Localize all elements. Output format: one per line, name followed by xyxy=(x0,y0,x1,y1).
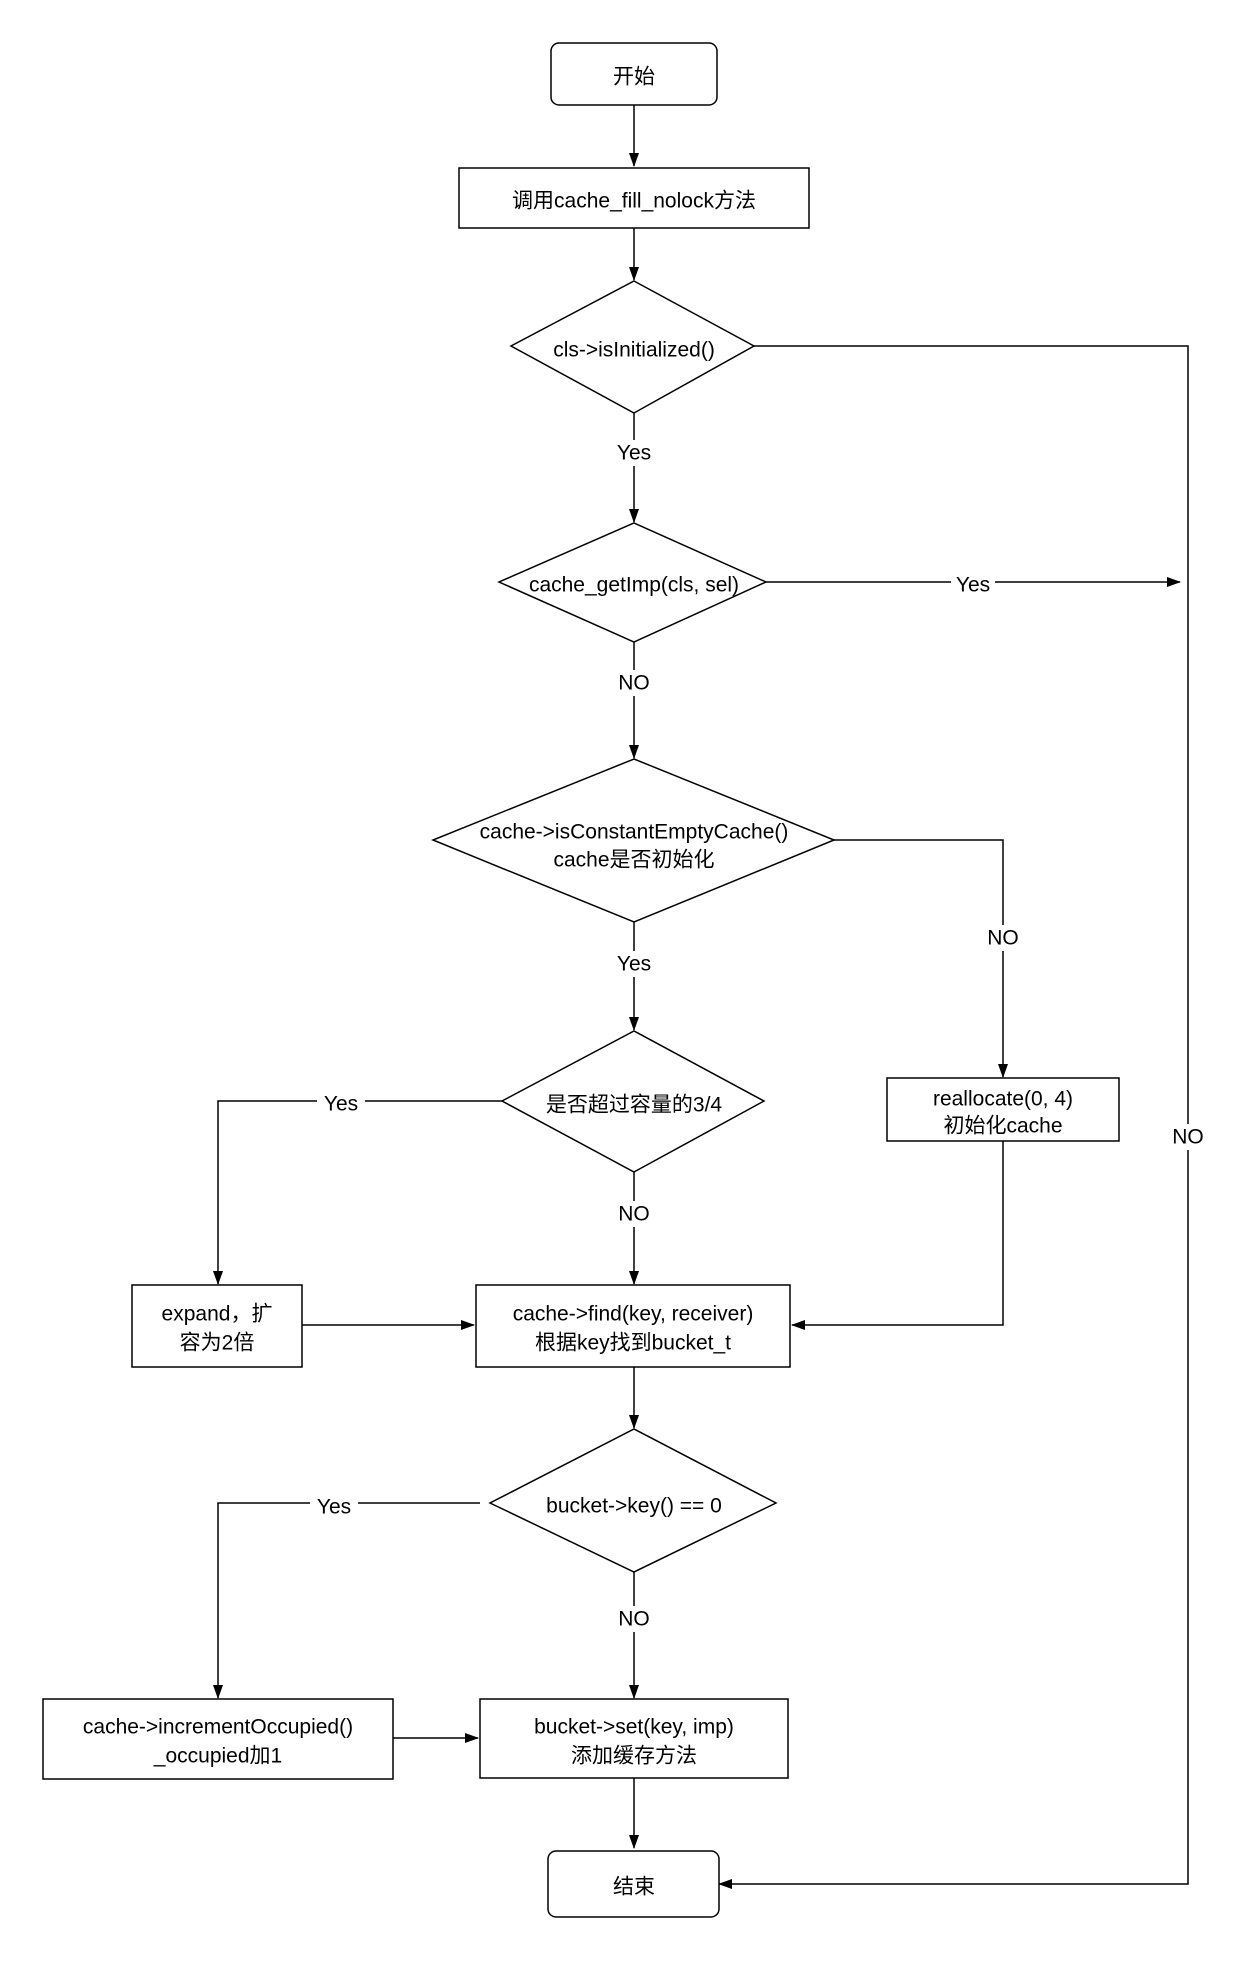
svg-text:cls->isInitialized(): cls->isInitialized() xyxy=(553,339,715,362)
node-bucket-set: bucket->set(key, imp) 添加缓存方法 xyxy=(479,1698,789,1779)
svg-text:cache是否初始化: cache是否初始化 xyxy=(553,849,714,872)
edge-reallocate-to-find xyxy=(791,1141,1004,1330)
svg-text:NO: NO xyxy=(1172,1126,1204,1149)
svg-text:reallocate(0, 4): reallocate(0, 4) xyxy=(933,1088,1073,1111)
svg-text:结束: 结束 xyxy=(613,1876,655,1899)
edge-label-initialized-no: NO xyxy=(1166,1124,1210,1150)
svg-text:是否超过容量的3/4: 是否超过容量的3/4 xyxy=(546,1094,723,1117)
svg-text:Yes: Yes xyxy=(317,1496,351,1519)
node-increment-occupied: cache->incrementOccupied() _occupied加1 xyxy=(42,1698,394,1780)
edge-label-keyzero-yes: Yes xyxy=(310,1495,358,1519)
edge-label-keyzero-no: NO xyxy=(612,1606,656,1632)
svg-text:bucket->set(key, imp): bucket->set(key, imp) xyxy=(534,1716,734,1739)
svg-text:Yes: Yes xyxy=(617,442,651,465)
svg-text:NO: NO xyxy=(987,927,1019,950)
node-is-initialized: cls->isInitialized() xyxy=(509,280,756,414)
node-expand: expand，扩 容为2倍 xyxy=(131,1284,303,1368)
node-find: cache->find(key, receiver) 根据key找到bucket… xyxy=(475,1284,791,1368)
node-start: 开始 xyxy=(550,42,718,106)
edge-label-capacity-no: NO xyxy=(612,1201,656,1227)
svg-text:Yes: Yes xyxy=(956,574,990,597)
edge-label-capacity-yes: Yes xyxy=(317,1092,365,1116)
node-call-fill: 调用cache_fill_nolock方法 xyxy=(458,167,810,229)
edge-label-getimp-yes: Yes xyxy=(951,573,995,597)
node-bucket-key-zero: bucket->key() == 0 xyxy=(488,1428,778,1573)
svg-text:Yes: Yes xyxy=(324,1093,358,1116)
svg-text:cache->incrementOccupied(): cache->incrementOccupied() xyxy=(83,1716,353,1739)
svg-text:_occupied加1: _occupied加1 xyxy=(153,1745,282,1768)
node-reallocate: reallocate(0, 4) 初始化cache xyxy=(886,1077,1120,1142)
node-end: 结束 xyxy=(547,1850,720,1918)
svg-text:根据key找到bucket_t: 根据key找到bucket_t xyxy=(535,1332,731,1355)
svg-text:NO: NO xyxy=(618,672,650,695)
svg-text:Yes: Yes xyxy=(617,953,651,976)
edge-keyzero-yes xyxy=(213,1502,480,1699)
edge-label-empty-no: NO xyxy=(981,925,1025,951)
svg-text:开始: 开始 xyxy=(613,66,655,89)
nodes: 开始 调用cache_fill_nolock方法 cls->isInitiali… xyxy=(42,42,1120,1918)
node-over-capacity: 是否超过容量的3/4 xyxy=(500,1030,766,1173)
svg-text:cache->isConstantEmptyCache(): cache->isConstantEmptyCache() xyxy=(480,821,789,844)
svg-text:cache->find(key, receiver): cache->find(key, receiver) xyxy=(513,1303,754,1326)
svg-text:调用cache_fill_nolock方法: 调用cache_fill_nolock方法 xyxy=(512,190,756,213)
edge-labels: Yes Yes NO Yes NO Yes NO NO xyxy=(310,440,1210,1632)
edge-label-getimp-no: NO xyxy=(612,670,656,696)
node-get-imp: cache_getImp(cls, sel) xyxy=(497,522,768,643)
node-is-empty-cache: cache->isConstantEmptyCache() cache是否初始化 xyxy=(431,758,836,923)
svg-text:expand，扩: expand，扩 xyxy=(162,1303,273,1326)
svg-text:NO: NO xyxy=(618,1203,650,1226)
svg-text:添加缓存方法: 添加缓存方法 xyxy=(571,1745,697,1768)
svg-text:容为2倍: 容为2倍 xyxy=(180,1332,255,1355)
edge-label-empty-yes: Yes xyxy=(610,951,658,977)
svg-text:NO: NO xyxy=(618,1608,650,1631)
svg-text:初始化cache: 初始化cache xyxy=(943,1115,1062,1138)
edge-empty-no xyxy=(834,839,1008,1078)
svg-text:bucket->key() == 0: bucket->key() == 0 xyxy=(546,1495,722,1518)
edge-label-initialized-yes: Yes xyxy=(610,440,658,466)
edge-initialized-no xyxy=(718,345,1189,1889)
svg-text:cache_getImp(cls, sel): cache_getImp(cls, sel) xyxy=(529,574,739,597)
edge-capacity-yes xyxy=(213,1100,506,1285)
